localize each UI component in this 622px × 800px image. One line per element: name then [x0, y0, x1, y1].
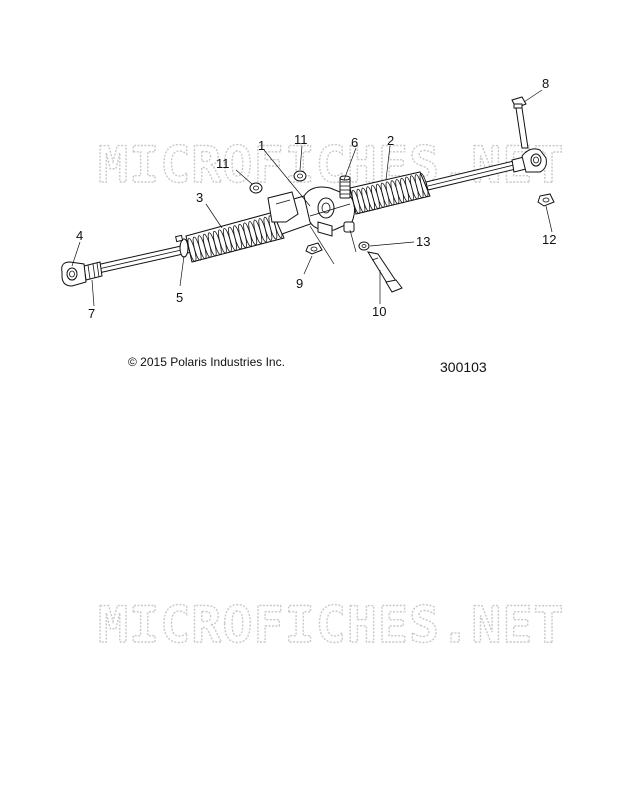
callout-5: 5 [176, 290, 183, 305]
callout-11-upper: 11 [294, 132, 308, 147]
callout-1: 1 [258, 138, 265, 153]
copyright-text: © 2015 Polaris Industries Inc. [128, 355, 285, 369]
left-tie-rod [61, 243, 193, 287]
mount-nut [305, 242, 323, 255]
callout-labels: 1 2 3 4 5 6 7 8 9 10 11 11 12 13 [76, 76, 556, 321]
callout-3: 3 [196, 190, 203, 205]
callout-4: 4 [76, 228, 83, 243]
washer-left [249, 182, 263, 194]
callout-12: 12 [542, 232, 556, 247]
pinion-shaft [339, 175, 351, 199]
callout-2: 2 [387, 133, 394, 148]
right-bellows-boot [349, 171, 431, 215]
callout-8: 8 [542, 76, 549, 91]
callout-11-left: 11 [216, 156, 230, 171]
watermark-bottom: MICROFICHES.NET [98, 596, 565, 654]
tie-rod-nut [537, 193, 555, 207]
washer-upper [293, 170, 307, 182]
callout-10: 10 [372, 304, 386, 319]
right-tie-rod [425, 148, 547, 191]
callout-6: 6 [351, 135, 358, 150]
washer-lower [358, 241, 370, 251]
rack-housing [267, 186, 356, 237]
tie-rod-bolt [511, 96, 529, 149]
callout-7: 7 [88, 306, 95, 321]
watermark-top: MICROFICHES.NET [98, 136, 565, 194]
callout-13: 13 [416, 234, 430, 249]
mount-bolt [366, 251, 403, 293]
leader-lines [71, 89, 553, 307]
left-boot-clamp [175, 234, 189, 258]
left-bellows-boot [185, 211, 285, 263]
document-number: 300103 [440, 359, 487, 375]
callout-9: 9 [296, 276, 303, 291]
